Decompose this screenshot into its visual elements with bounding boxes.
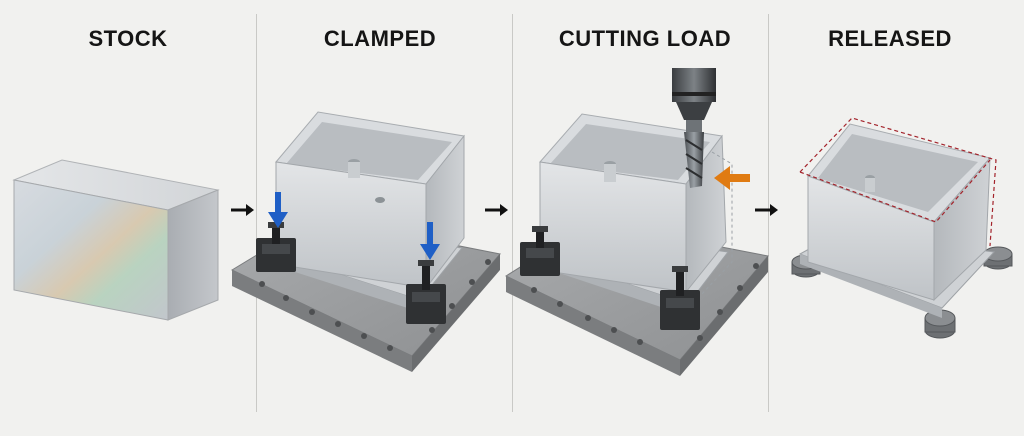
cutting-force-arrow	[714, 166, 750, 190]
stage-title-released: RELEASED	[828, 26, 952, 51]
end-mill-icon	[672, 68, 716, 188]
panel-divider	[768, 14, 769, 412]
panel-divider	[512, 14, 513, 412]
clamp	[256, 222, 296, 272]
transition-arrow	[485, 204, 508, 216]
panel-divider	[256, 14, 257, 412]
released-part	[791, 117, 1013, 339]
transition-arrow	[231, 204, 254, 216]
clamp	[520, 226, 560, 276]
clamp	[660, 266, 700, 330]
stage-title-clamped: CLAMPED	[323, 26, 437, 51]
clamp-force-arrow	[268, 192, 288, 228]
stock-block	[12, 159, 220, 321]
stage-title-cutting-load: CUTTING LOAD	[558, 26, 732, 51]
clamped-part	[230, 111, 501, 372]
clamp-force-arrow	[420, 222, 440, 260]
cutting-part	[504, 68, 769, 376]
transition-arrow	[755, 204, 778, 216]
clamp	[406, 260, 446, 324]
stage-title-stock: STOCK	[88, 26, 168, 51]
